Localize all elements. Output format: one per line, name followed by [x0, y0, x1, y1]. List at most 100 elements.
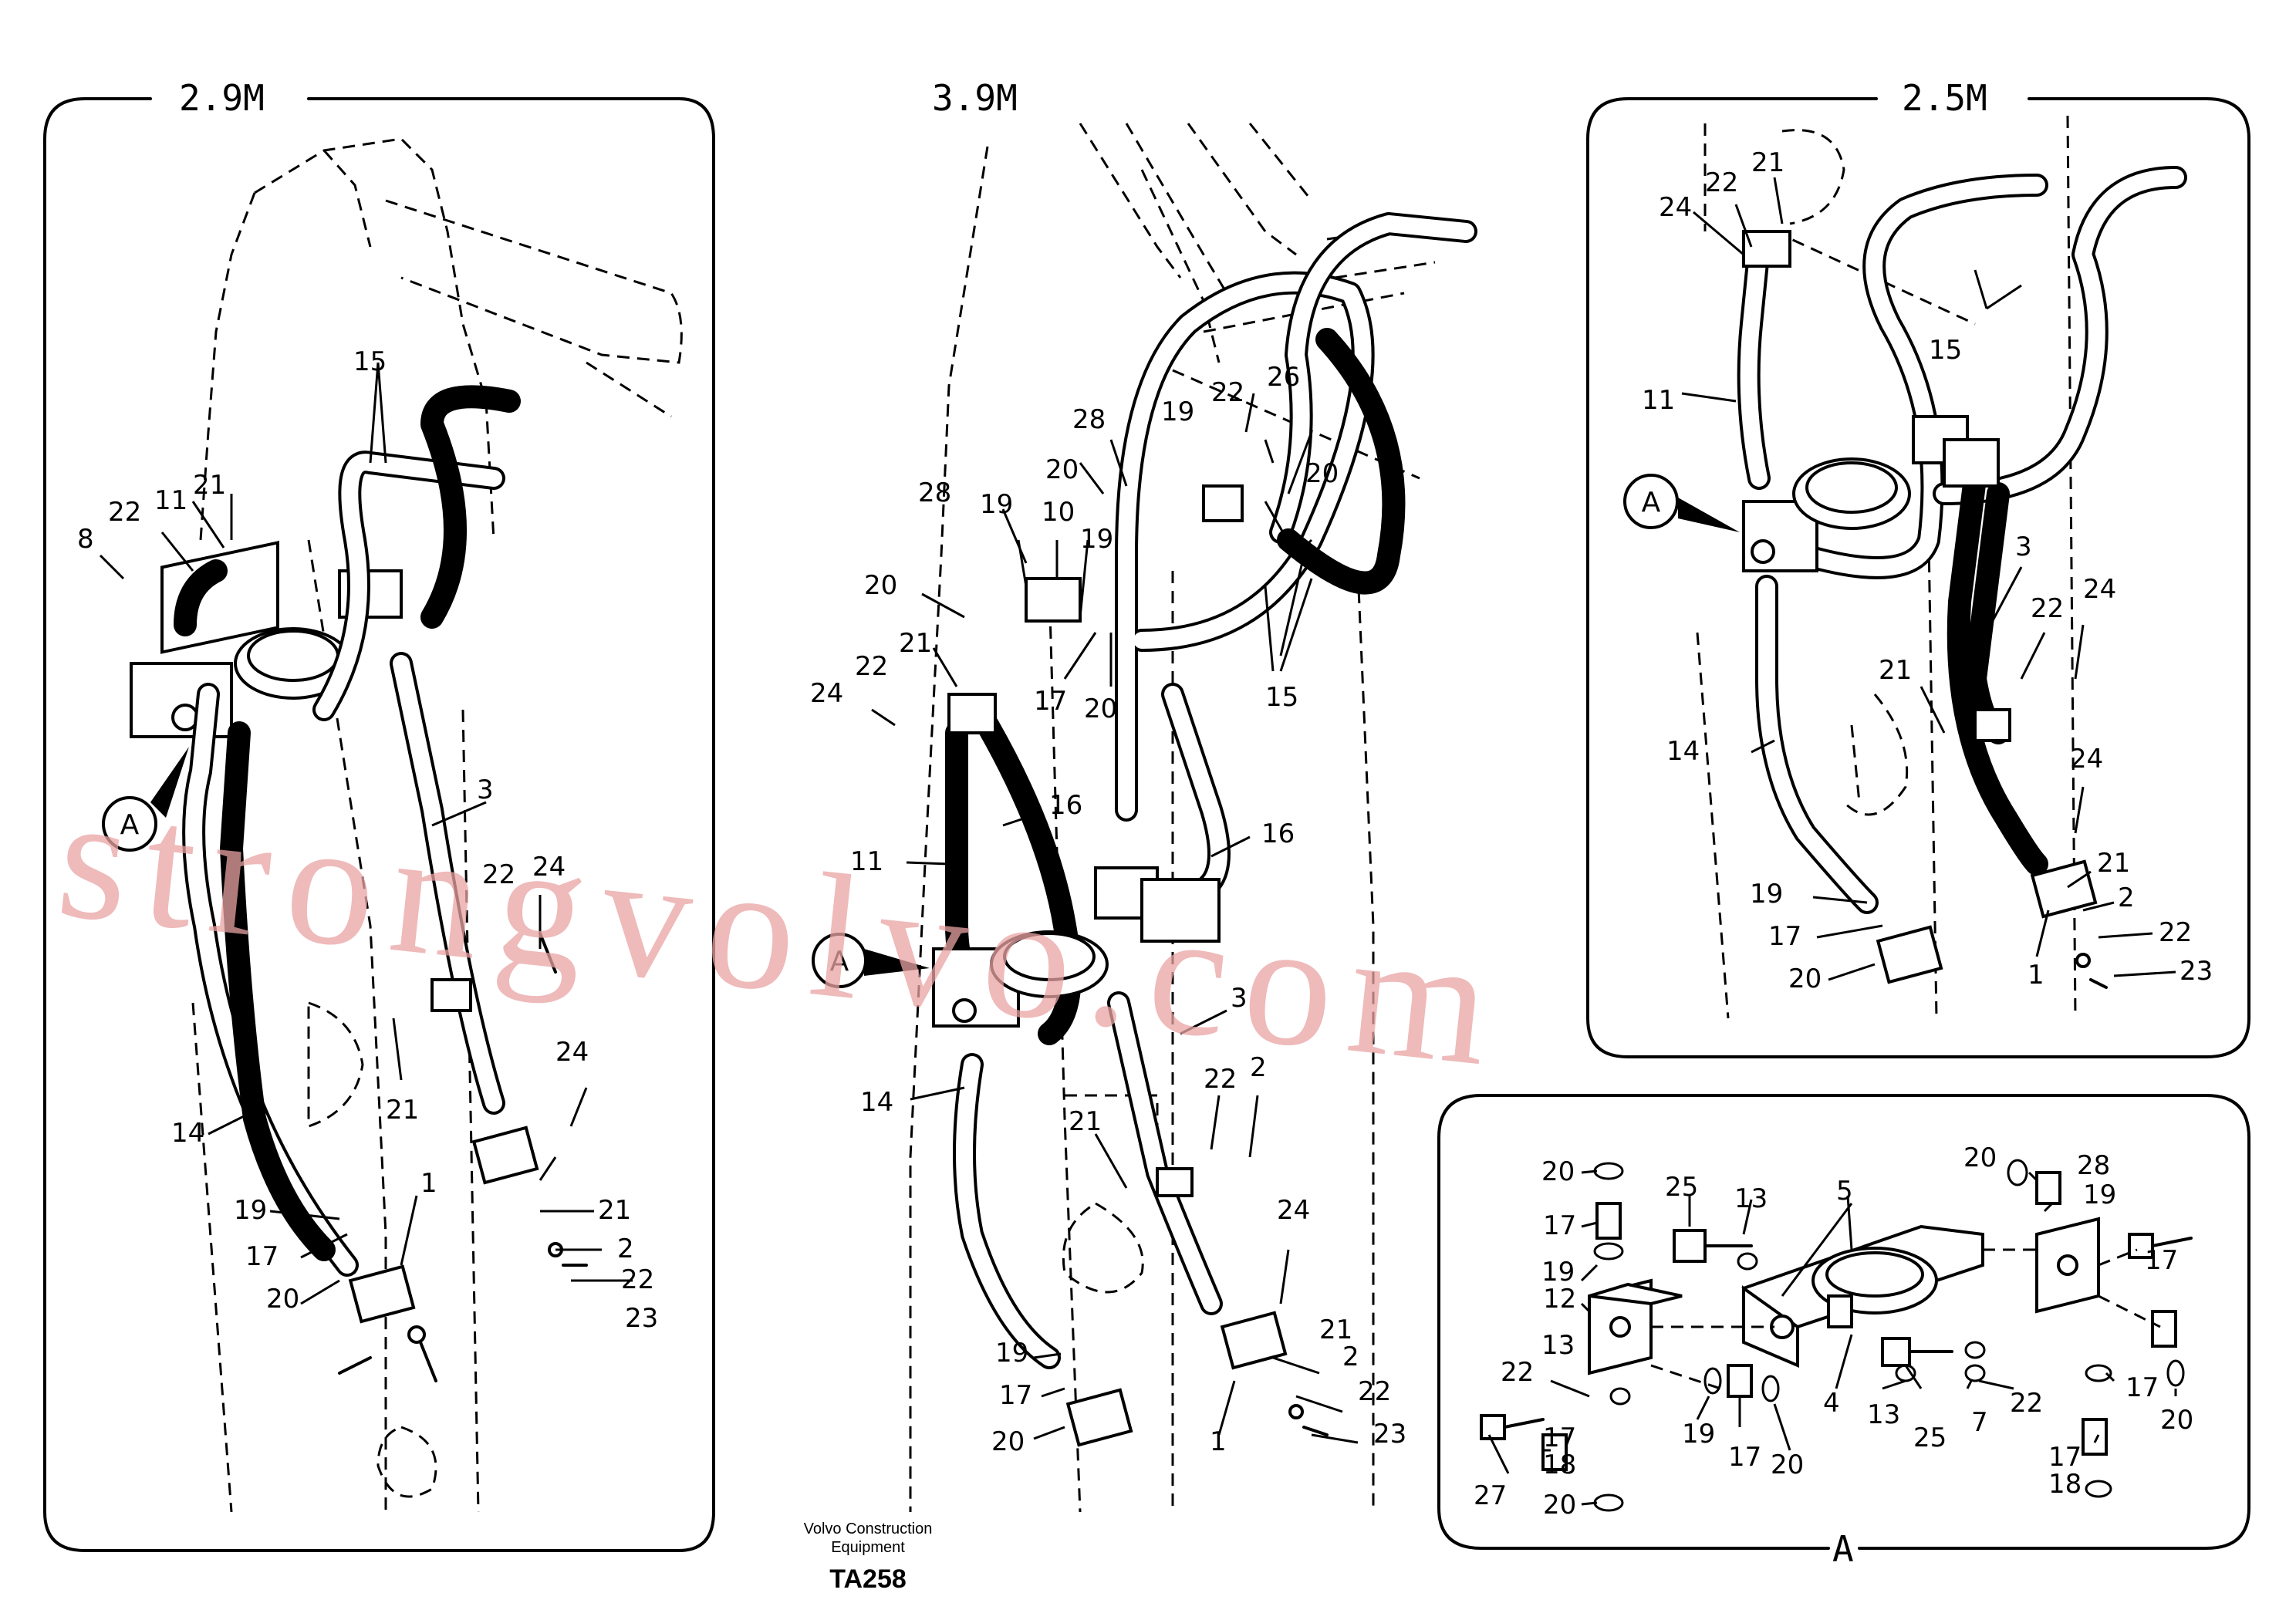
part-label: 20	[864, 570, 897, 601]
svg-text:A: A	[1642, 487, 1661, 518]
part-label: 8	[77, 524, 94, 555]
part-label: 19	[995, 1338, 1028, 1369]
part-label: 2	[1342, 1342, 1359, 1372]
right-labels: 21 22 24 15 11 3 22 24 21 14 24 21 19 2 …	[1642, 147, 2213, 994]
part-label: 19	[1541, 1257, 1575, 1288]
watermark-text: strongvolvo.com	[50, 757, 1515, 1104]
part-label: 19	[2083, 1180, 2116, 1210]
part-label: 2	[617, 1234, 634, 1264]
part-label: 28	[1072, 404, 1106, 435]
part-label: 20	[1305, 458, 1339, 489]
part-label: 20	[1541, 1156, 1575, 1187]
part-label: 21	[1751, 147, 1784, 178]
part-label: 21	[1069, 1106, 1102, 1137]
part-label: 16	[1261, 818, 1295, 849]
part-label: 21	[386, 1095, 419, 1126]
part-label: 1	[2028, 960, 2044, 991]
part-label: 2	[1250, 1052, 1267, 1083]
part-label: 20	[266, 1284, 299, 1315]
part-label: 3	[477, 775, 494, 805]
svg-text:A: A	[120, 809, 140, 841]
part-label: 2	[2118, 883, 2135, 913]
part-label: 20	[1771, 1450, 1804, 1480]
detail-a-artwork	[1480, 1159, 2193, 1512]
part-label: 24	[2083, 574, 2116, 605]
part-label: 22	[855, 651, 888, 682]
part-label: 17	[1728, 1442, 1761, 1473]
part-label: 25	[1665, 1172, 1698, 1203]
manufacturer-line-1: Volvo Construction	[804, 1520, 933, 1537]
part-label: 11	[1642, 385, 1675, 416]
middle-panel-artwork	[871, 123, 1477, 1513]
part-label: 24	[1277, 1195, 1310, 1226]
part-label: 19	[1750, 879, 1783, 910]
part-label: 15	[1929, 335, 1962, 366]
part-label: 19	[234, 1195, 267, 1226]
part-label: 13	[1734, 1183, 1768, 1214]
part-label: 23	[625, 1303, 658, 1334]
detail-labels: 25 13 5 20 28 20 19 17 19 12 13 22 17 17…	[1474, 1142, 2193, 1520]
part-label: 21	[2097, 848, 2130, 879]
part-label: 14	[171, 1118, 204, 1149]
part-label: 21	[598, 1195, 631, 1226]
part-label: 22	[1211, 377, 1244, 408]
part-label: 24	[555, 1037, 589, 1068]
part-label: 22	[1705, 167, 1738, 198]
part-label: 20	[1543, 1490, 1576, 1520]
part-label: 24	[1659, 192, 1692, 223]
part-label: 22	[1204, 1064, 1237, 1095]
part-label: 17	[1543, 1423, 1576, 1453]
part-label: 23	[2180, 956, 2213, 987]
part-label: 24	[2070, 744, 2103, 775]
drawing-code: TA258	[829, 1564, 907, 1594]
part-label: 17	[1543, 1210, 1576, 1241]
part-label: 15	[1265, 682, 1298, 713]
part-label: 22	[2010, 1388, 2043, 1419]
left-labels: 15 22 11 21 8 3 22 24 21 14 24 19 1 21 1…	[77, 346, 658, 1334]
part-label: 5	[1836, 1176, 1853, 1207]
part-label: 15	[353, 346, 387, 377]
right-panel-frame	[1586, 97, 2250, 1058]
part-label: 21	[193, 470, 226, 501]
part-label: 3	[1231, 983, 1248, 1014]
part-label: 1	[420, 1168, 437, 1199]
right-panel-artwork	[1681, 115, 2187, 1019]
part-label: 24	[810, 678, 843, 709]
part-label: 23	[1373, 1419, 1406, 1450]
view-a-callout-middle: A	[812, 933, 930, 988]
part-label: 22	[2159, 917, 2192, 948]
part-label: 11	[154, 485, 187, 516]
part-label: 28	[918, 478, 951, 508]
part-label: 20	[1963, 1142, 1997, 1173]
part-label: 11	[850, 846, 883, 877]
part-label: 13	[1867, 1399, 1900, 1430]
part-label: 21	[1879, 655, 1912, 686]
middle-labels: 26 22 28 19 20 28 19 10 20 19 20 15 21 1…	[810, 362, 1406, 1457]
part-label: 14	[860, 1087, 893, 1118]
part-label: 22	[108, 497, 141, 528]
part-label: 14	[1666, 736, 1700, 767]
part-label: 17	[2145, 1245, 2178, 1276]
part-label: 10	[1042, 497, 1075, 528]
part-label: 4	[1823, 1388, 1840, 1419]
part-label: 22	[1501, 1357, 1534, 1388]
part-label: 22	[2031, 593, 2064, 624]
svg-text:A: A	[830, 946, 849, 977]
part-label: 12	[1543, 1284, 1576, 1315]
part-label: 26	[1267, 362, 1300, 393]
part-label: 17	[999, 1380, 1032, 1411]
part-label: 28	[2077, 1150, 2110, 1181]
part-label: 20	[1084, 694, 1117, 724]
part-label: 20	[1788, 964, 1822, 994]
left-panel-artwork	[99, 137, 683, 1513]
detail-panel-title: A	[1832, 1528, 1854, 1570]
part-label: 17	[1768, 921, 1801, 952]
part-label: 18	[2048, 1469, 2082, 1500]
left-panel-title: 2.9M	[179, 77, 265, 119]
part-label: 24	[532, 852, 566, 883]
detail-panel-frame	[1437, 1094, 2250, 1550]
part-label: 25	[1913, 1423, 1947, 1453]
view-a-callout-right: A	[1623, 474, 1740, 532]
part-label: 22	[1358, 1376, 1391, 1407]
